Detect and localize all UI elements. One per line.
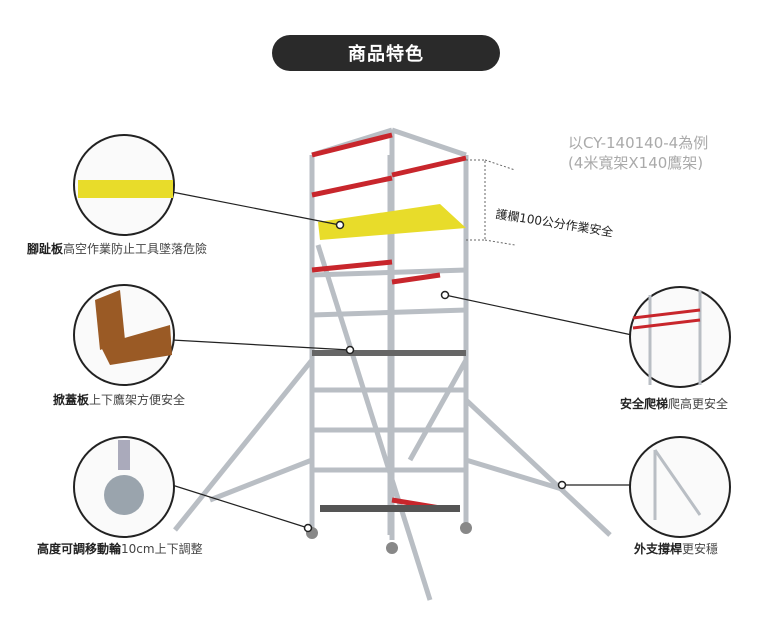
- feature-desc: 上下鷹架方便安全: [89, 393, 186, 407]
- model-note: 以CY-140140-4為例 (4米寬架X140鷹架): [568, 133, 708, 173]
- guardrail-height-marker: [466, 159, 486, 241]
- feature-name: 腳趾板: [27, 242, 64, 256]
- feature-name: 高度可調移動輪: [37, 542, 122, 556]
- feature-hatch-board: 掀蓋板上下鷹架方便安全: [53, 391, 185, 408]
- section-title: 商品特色: [272, 35, 500, 71]
- feature-name: 外支撐桿: [634, 542, 683, 556]
- feature-caster: 高度可調移動輪10cm上下調整: [37, 540, 203, 557]
- model-note-line2: (4米寬架X140鷹架): [568, 154, 704, 172]
- feature-desc: 更安穩: [682, 542, 719, 556]
- ladder-detail: [629, 286, 731, 388]
- caster-wheels: [306, 522, 472, 554]
- feature-desc: 高空作業防止工具墜落危險: [63, 242, 208, 256]
- toeboard-platform: [318, 204, 466, 240]
- feature-name: 安全爬梯: [620, 397, 669, 411]
- bottom-platform: [320, 505, 460, 512]
- feature-desc: 爬高更安全: [668, 397, 729, 411]
- model-note-line1: 以CY-140140-4為例: [568, 134, 709, 152]
- callout-lines: [171, 191, 633, 529]
- feature-toeboard: 腳趾板高空作業防止工具墜落危險: [27, 240, 207, 257]
- scaffold-frame: [173, 127, 612, 601]
- callout-dots: [303, 220, 567, 533]
- feature-ladder: 安全爬梯爬高更安全: [620, 395, 728, 412]
- feature-outrigger: 外支撐桿更安穩: [634, 540, 718, 557]
- middle-platform: [312, 350, 466, 356]
- feature-name: 掀蓋板: [53, 393, 90, 407]
- feature-desc: 10cm上下調整: [121, 542, 203, 556]
